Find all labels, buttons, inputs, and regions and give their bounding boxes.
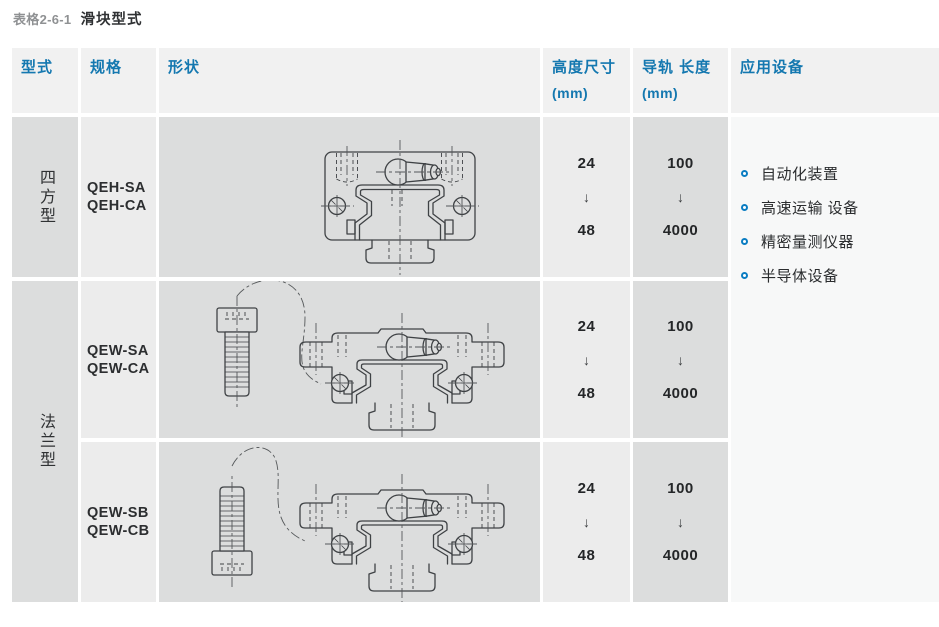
- applications-cell: 自动化装置 高速运输 设备 精密量测仪器 半导体设备: [731, 117, 939, 602]
- spec-qeh-sa: QEH-SA: [87, 180, 146, 196]
- type-group-square: 四方型: [12, 117, 78, 277]
- height-min: 24: [577, 155, 596, 172]
- header-shape: 形状: [159, 48, 540, 113]
- rail-max: 4000: [662, 547, 699, 564]
- shape-cell-row3: [159, 442, 540, 602]
- applications-list: 自动化装置 高速运输 设备 精密量测仪器 半导体设备: [741, 163, 939, 286]
- rail-cell-row1: 100 ↓ 4000: [633, 117, 728, 277]
- rail-max: 4000: [662, 384, 699, 402]
- flange-carriage-bottom-bolt-drawing: [211, 447, 540, 602]
- table-title: 表格2-6-1 滑块型式: [13, 8, 142, 29]
- shape-cell-row1: [159, 117, 540, 277]
- rail-min: 100: [667, 155, 694, 172]
- list-item: 自动化装置: [741, 163, 939, 184]
- height-cell-row1: 24 ↓ 48: [543, 117, 630, 277]
- list-item: 半导体设备: [741, 265, 939, 286]
- height-min: 24: [577, 317, 596, 335]
- circle-bullet-icon: [741, 272, 748, 279]
- circle-bullet-icon: [741, 170, 748, 177]
- spec-qew-sb: QEW-SB: [87, 505, 149, 521]
- height-max: 48: [577, 222, 596, 239]
- type-group-flange: 法兰型: [12, 281, 78, 602]
- spec-cell-row1: QEH-SA QEH-CA: [81, 117, 156, 277]
- height-min: 24: [577, 480, 596, 497]
- page-title: 滑块型式: [80, 12, 143, 28]
- header-spec: 规格: [81, 48, 156, 113]
- range-arrow-icon: ↓: [677, 351, 684, 368]
- spec-cell-row3: QEW-SB QEW-CB: [81, 442, 156, 602]
- header-rail-length: 导轨 长度 (mm): [633, 48, 728, 113]
- square-carriage-drawing: [159, 117, 540, 277]
- table-number: 表格2-6-1: [13, 12, 72, 27]
- spec-qew-ca: QEW-CA: [87, 360, 150, 377]
- spec-qeh-ca: QEH-CA: [87, 198, 147, 214]
- header-type: 型式: [12, 48, 78, 113]
- spec-qew-sa: QEW-SA: [87, 342, 149, 359]
- range-arrow-icon: ↓: [677, 514, 684, 530]
- range-arrow-icon: ↓: [583, 189, 590, 205]
- range-arrow-icon: ↓: [583, 351, 590, 368]
- circle-bullet-icon: [741, 204, 748, 211]
- slider-type-table: 型式 规格 形状 高度尺寸 (mm) 导轨 长度 (mm) 应用设备 四方型 Q…: [12, 48, 939, 602]
- spec-qew-cb: QEW-CB: [87, 523, 150, 539]
- height-max: 48: [577, 547, 596, 564]
- rail-max: 4000: [662, 222, 699, 239]
- circle-bullet-icon: [741, 238, 748, 245]
- header-height: 高度尺寸 (mm): [543, 48, 630, 113]
- header-height-unit: (mm): [552, 85, 589, 101]
- range-arrow-icon: ↓: [677, 189, 684, 205]
- height-cell-row2: 24 ↓ 48: [543, 281, 630, 438]
- rail-cell-row3: 100 ↓ 4000: [633, 442, 728, 602]
- type-label-square: 四方型: [37, 168, 54, 226]
- list-item: 高速运输 设备: [741, 197, 939, 218]
- height-cell-row3: 24 ↓ 48: [543, 442, 630, 602]
- header-rail-unit: (mm): [642, 85, 679, 101]
- list-item: 精密量测仪器: [741, 231, 939, 252]
- rail-min: 100: [667, 317, 694, 335]
- flange-carriage-top-bolt-drawing: [216, 281, 540, 438]
- header-applications: 应用设备: [731, 48, 939, 113]
- height-max: 48: [577, 384, 596, 402]
- spec-cell-row2: QEW-SA QEW-CA: [81, 281, 156, 438]
- shape-cell-row2: [159, 281, 540, 438]
- range-arrow-icon: ↓: [583, 514, 590, 530]
- rail-cell-row2: 100 ↓ 4000: [633, 281, 728, 438]
- type-label-flange: 法兰型: [37, 413, 54, 470]
- rail-min: 100: [667, 480, 694, 497]
